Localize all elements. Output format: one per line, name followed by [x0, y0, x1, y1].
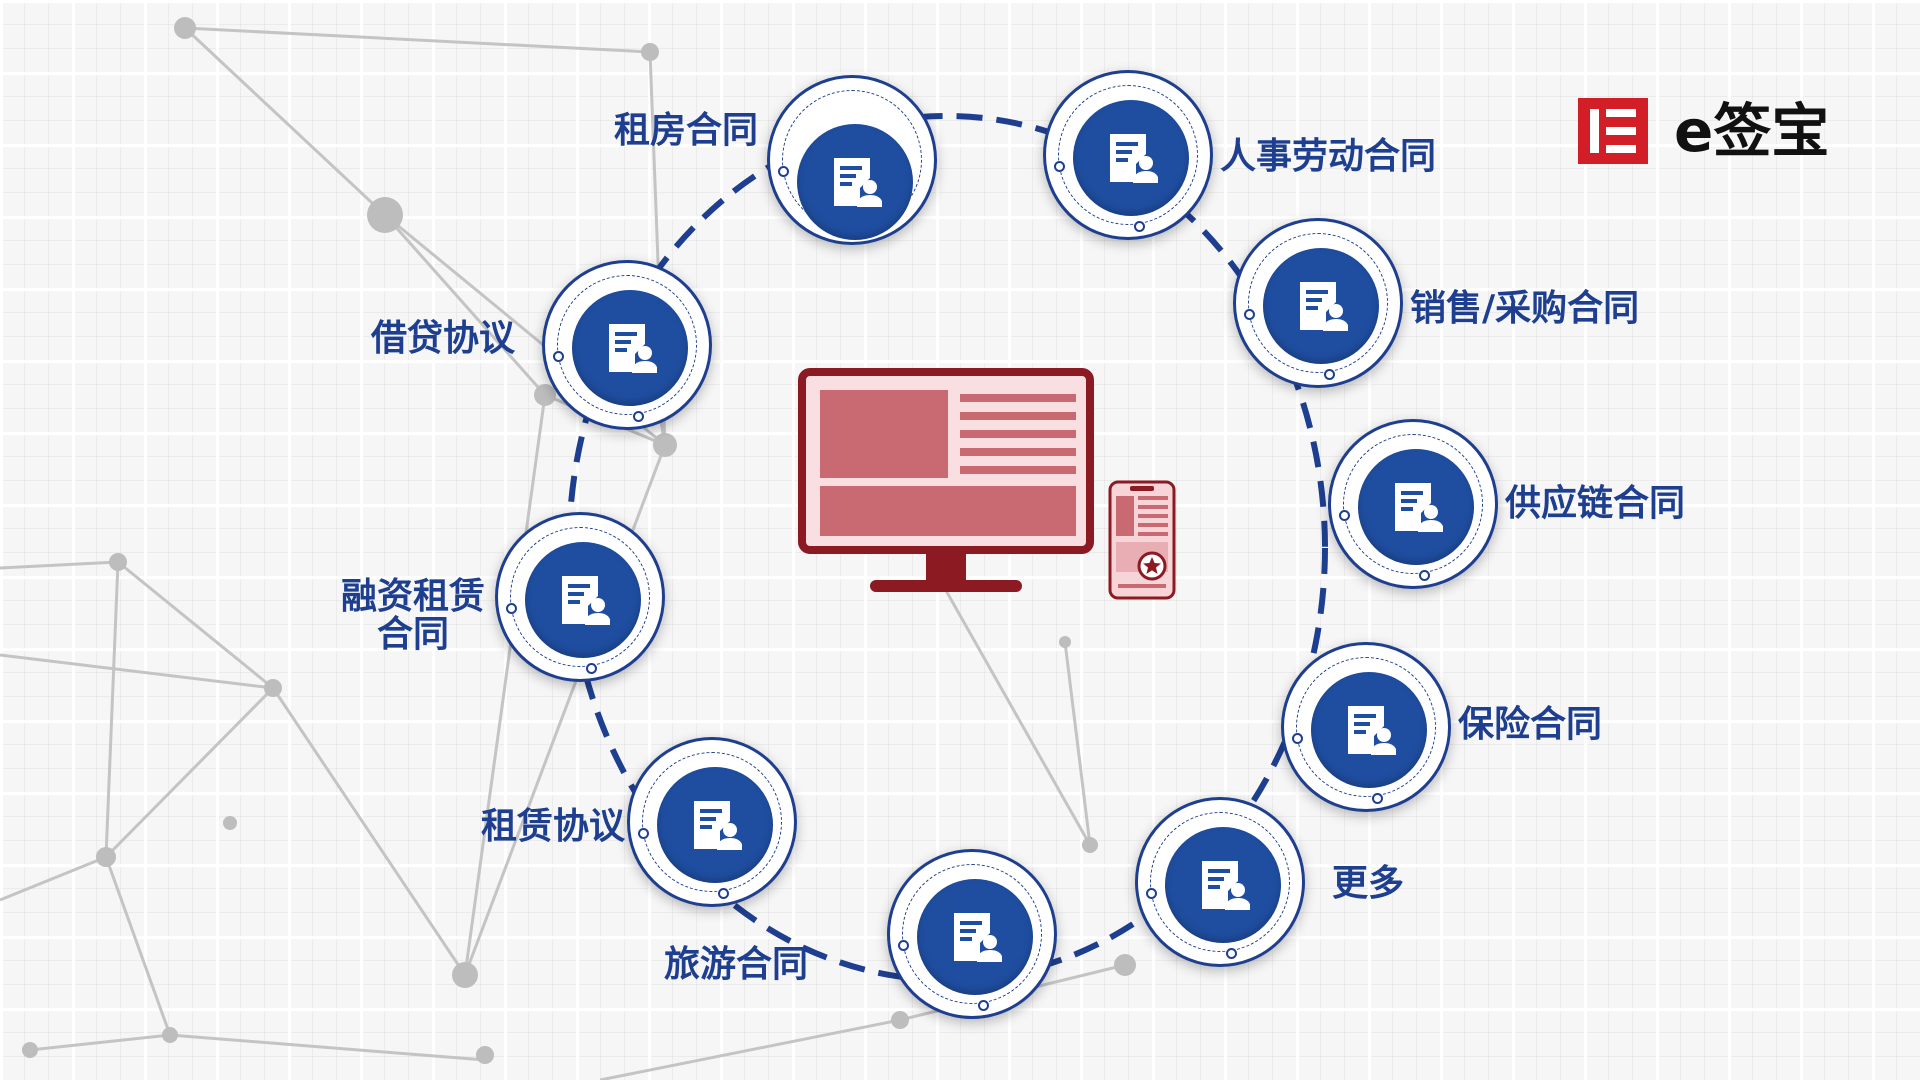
contract-node-more[interactable] — [1135, 797, 1305, 967]
contract-document-icon — [562, 576, 610, 625]
contract-node-finance-lease[interactable] — [495, 512, 665, 682]
label-supply-chain: 供应链合同 — [1505, 483, 1686, 524]
label-insurance: 保险合同 — [1458, 704, 1603, 745]
contract-document-icon — [694, 801, 742, 850]
monitor-icon — [798, 368, 1094, 592]
phone-icon — [1108, 480, 1176, 600]
label-loan-agreement: 借贷协议 — [370, 318, 515, 359]
contract-document-icon — [1348, 706, 1396, 755]
label-hr-labor: 人事劳动合同 — [1220, 136, 1437, 177]
contract-document-icon — [1300, 282, 1348, 331]
label-more: 更多 — [1332, 863, 1405, 904]
contract-node-travel[interactable] — [887, 849, 1057, 1019]
label-finance-lease-line1: 融资租赁 — [340, 576, 485, 617]
contract-node-lease-agreement[interactable] — [627, 737, 797, 907]
contract-document-icon — [609, 324, 657, 373]
contract-node-rental-housing[interactable] — [767, 75, 937, 245]
contract-document-icon — [954, 913, 1002, 962]
contract-node-loan-agreement[interactable] — [542, 260, 712, 430]
contract-node-insurance[interactable] — [1281, 642, 1451, 812]
contract-document-icon — [834, 158, 882, 207]
label-finance-lease-line2: 合同 — [376, 614, 449, 655]
label-rental-housing: 租房合同 — [613, 110, 758, 151]
label-travel: 旅游合同 — [663, 944, 808, 985]
contract-document-icon — [1202, 861, 1250, 910]
brand-mark-icon — [1578, 98, 1648, 164]
label-sales-purchase: 销售/采购合同 — [1410, 288, 1640, 329]
label-lease-agreement: 租赁协议 — [480, 806, 625, 847]
label-finance-lease: 融资租赁 合同 — [332, 578, 494, 654]
contract-node-sales-purchase[interactable] — [1233, 218, 1403, 388]
contract-document-icon — [1395, 483, 1443, 532]
brand-name: e签宝 — [1674, 97, 1830, 165]
contract-node-supply-chain[interactable] — [1328, 419, 1498, 589]
contract-node-hr-labor[interactable] — [1043, 70, 1213, 240]
contract-document-icon — [1110, 134, 1158, 183]
